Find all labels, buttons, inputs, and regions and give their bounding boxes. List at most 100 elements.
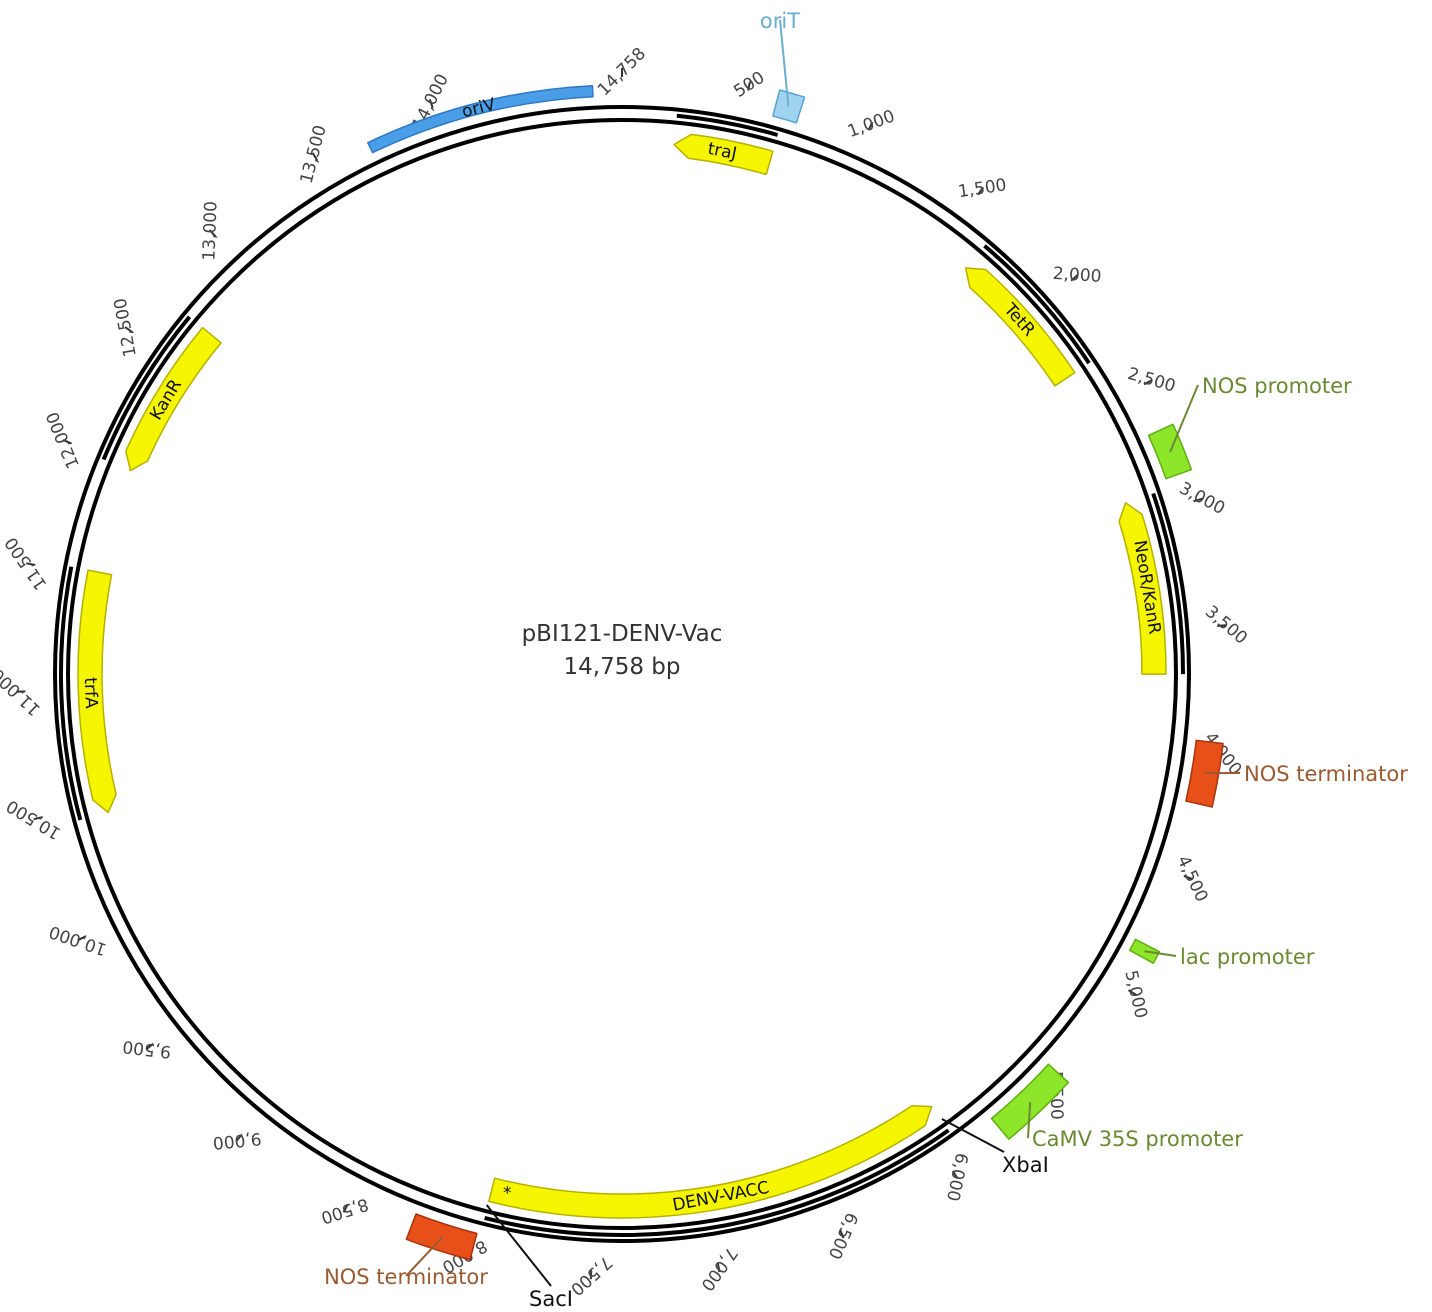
callout-leader bbox=[779, 19, 790, 107]
tick-mark bbox=[342, 1203, 349, 1213]
tick-mark bbox=[208, 229, 217, 238]
tick-label: 6,500 bbox=[824, 1209, 862, 1262]
tick-label: 9,000 bbox=[212, 1128, 262, 1153]
tick-mark bbox=[124, 326, 134, 334]
tick-mark bbox=[867, 121, 874, 131]
backbone-inner-ring bbox=[66, 118, 1178, 1230]
callout-label: oriT bbox=[760, 9, 800, 33]
restriction-sites: XbaI SacI * bbox=[485, 1118, 1049, 1311]
tick-label: 6,000 bbox=[942, 1151, 971, 1203]
strand-line bbox=[1151, 492, 1186, 675]
plasmid-name: pBI121-DENV-Vac bbox=[522, 621, 723, 647]
tick-label: 500 bbox=[730, 68, 768, 102]
strand-line bbox=[983, 244, 1091, 365]
feature-shape bbox=[673, 133, 774, 176]
callout-label: CaMV 35S promoter bbox=[1032, 1127, 1243, 1151]
tick-mark bbox=[1183, 874, 1193, 880]
strand-line bbox=[676, 113, 779, 137]
feature-neor-kanr: NeoR/KanR bbox=[1118, 502, 1167, 675]
tick-mark bbox=[77, 935, 87, 942]
tick-mark bbox=[1143, 379, 1153, 386]
callout-leader bbox=[405, 1236, 443, 1277]
tick-label: 11,000 bbox=[0, 664, 45, 719]
callout-shape bbox=[772, 89, 806, 124]
feature-denv-vacc: DENV-VACC bbox=[488, 1104, 933, 1219]
feature-tetr: TetR bbox=[964, 267, 1076, 387]
tick-label: 5,000 bbox=[1120, 969, 1150, 1021]
tick-mark bbox=[1070, 273, 1079, 282]
callout-shape bbox=[990, 1063, 1070, 1140]
tick-label: 1,000 bbox=[845, 106, 898, 142]
callout-camv-35s-promoter: CaMV 35S promoter bbox=[990, 1063, 1243, 1151]
strand-line bbox=[59, 566, 83, 821]
tick-label: 7,000 bbox=[696, 1243, 741, 1294]
tick-label: 11,500 bbox=[1, 533, 51, 593]
feature-traj: traJ bbox=[673, 133, 774, 176]
tick-mark bbox=[235, 1133, 243, 1142]
feature-shape bbox=[964, 267, 1076, 387]
tick-mark bbox=[589, 1270, 593, 1280]
tick-label: 10,000 bbox=[47, 921, 110, 959]
tick-mark bbox=[62, 438, 72, 445]
tick-mark bbox=[311, 152, 319, 162]
tick-mark bbox=[1217, 624, 1227, 627]
strand-line bbox=[101, 315, 192, 461]
tick-label: 3,000 bbox=[1176, 478, 1228, 519]
asterisk-marker: * bbox=[503, 1184, 512, 1204]
callout-lac-promoter: lac promoter bbox=[1128, 938, 1315, 969]
tick-label: 4,500 bbox=[1173, 853, 1212, 906]
tick-mark bbox=[1127, 989, 1137, 996]
feature-label: oriV bbox=[460, 94, 498, 122]
callout-oriT: oriT bbox=[760, 9, 806, 124]
callout-leader bbox=[1144, 950, 1177, 957]
feature-shape bbox=[125, 326, 222, 472]
tick-label: 12,000 bbox=[43, 409, 84, 472]
callout-label: NOS terminator bbox=[1244, 762, 1408, 786]
tick-mark bbox=[716, 1263, 721, 1273]
tick-label: 13,500 bbox=[297, 123, 331, 186]
tick-mark bbox=[26, 562, 36, 566]
feature-trfa: trfA bbox=[77, 569, 117, 814]
saci-site: SacI bbox=[485, 1204, 573, 1311]
tick-mark bbox=[1193, 497, 1203, 503]
callout-nos-terminator-1: NOS terminator bbox=[1185, 739, 1408, 808]
site-label: XbaI bbox=[1002, 1153, 1049, 1177]
tick-label: 12,500 bbox=[111, 296, 141, 358]
tick-mark bbox=[33, 816, 43, 821]
tick-label: 14,758 bbox=[594, 44, 650, 100]
feature-shape bbox=[488, 1104, 933, 1219]
feature-oriv: oriV bbox=[367, 84, 594, 154]
tick-mark bbox=[951, 1170, 959, 1180]
callout-leader bbox=[1027, 1102, 1032, 1139]
callout-label: NOS promoter bbox=[1202, 374, 1352, 398]
backbone-outer-ring bbox=[53, 105, 1191, 1243]
tick-label: 2,500 bbox=[1125, 364, 1177, 397]
site-leader bbox=[941, 1118, 1005, 1153]
plasmid-size: 14,758 bp bbox=[564, 654, 681, 680]
tick-mark bbox=[839, 1229, 845, 1239]
callout-nos-terminator-2: NOS terminator bbox=[324, 1213, 488, 1289]
tick-mark bbox=[747, 81, 751, 91]
tick-label: 2,000 bbox=[1052, 264, 1102, 287]
callout-nos-promoter: NOS promoter bbox=[1147, 374, 1352, 480]
tick-label: 13,000 bbox=[199, 201, 221, 261]
tick-mark bbox=[145, 1042, 154, 1051]
strand-line bbox=[484, 1128, 950, 1237]
callout-shape bbox=[1185, 739, 1224, 808]
feature-label: trfA bbox=[80, 677, 101, 709]
tick-label: 7,500 bbox=[566, 1252, 616, 1299]
callout-label: NOS terminator bbox=[324, 1265, 488, 1289]
tick-label: 9,500 bbox=[121, 1036, 172, 1062]
tick-label: 10,500 bbox=[3, 795, 64, 843]
feature-strand-lines bbox=[59, 113, 1186, 1237]
tick-label: 1,500 bbox=[957, 175, 1008, 202]
tick-label: 3,500 bbox=[1201, 602, 1251, 649]
site-label: SacI bbox=[529, 1287, 573, 1311]
xbai-site: XbaI bbox=[941, 1118, 1049, 1177]
feature-shape bbox=[367, 84, 594, 154]
feature-shape bbox=[77, 569, 117, 814]
site-leader bbox=[485, 1204, 552, 1287]
tick-mark bbox=[428, 98, 434, 109]
